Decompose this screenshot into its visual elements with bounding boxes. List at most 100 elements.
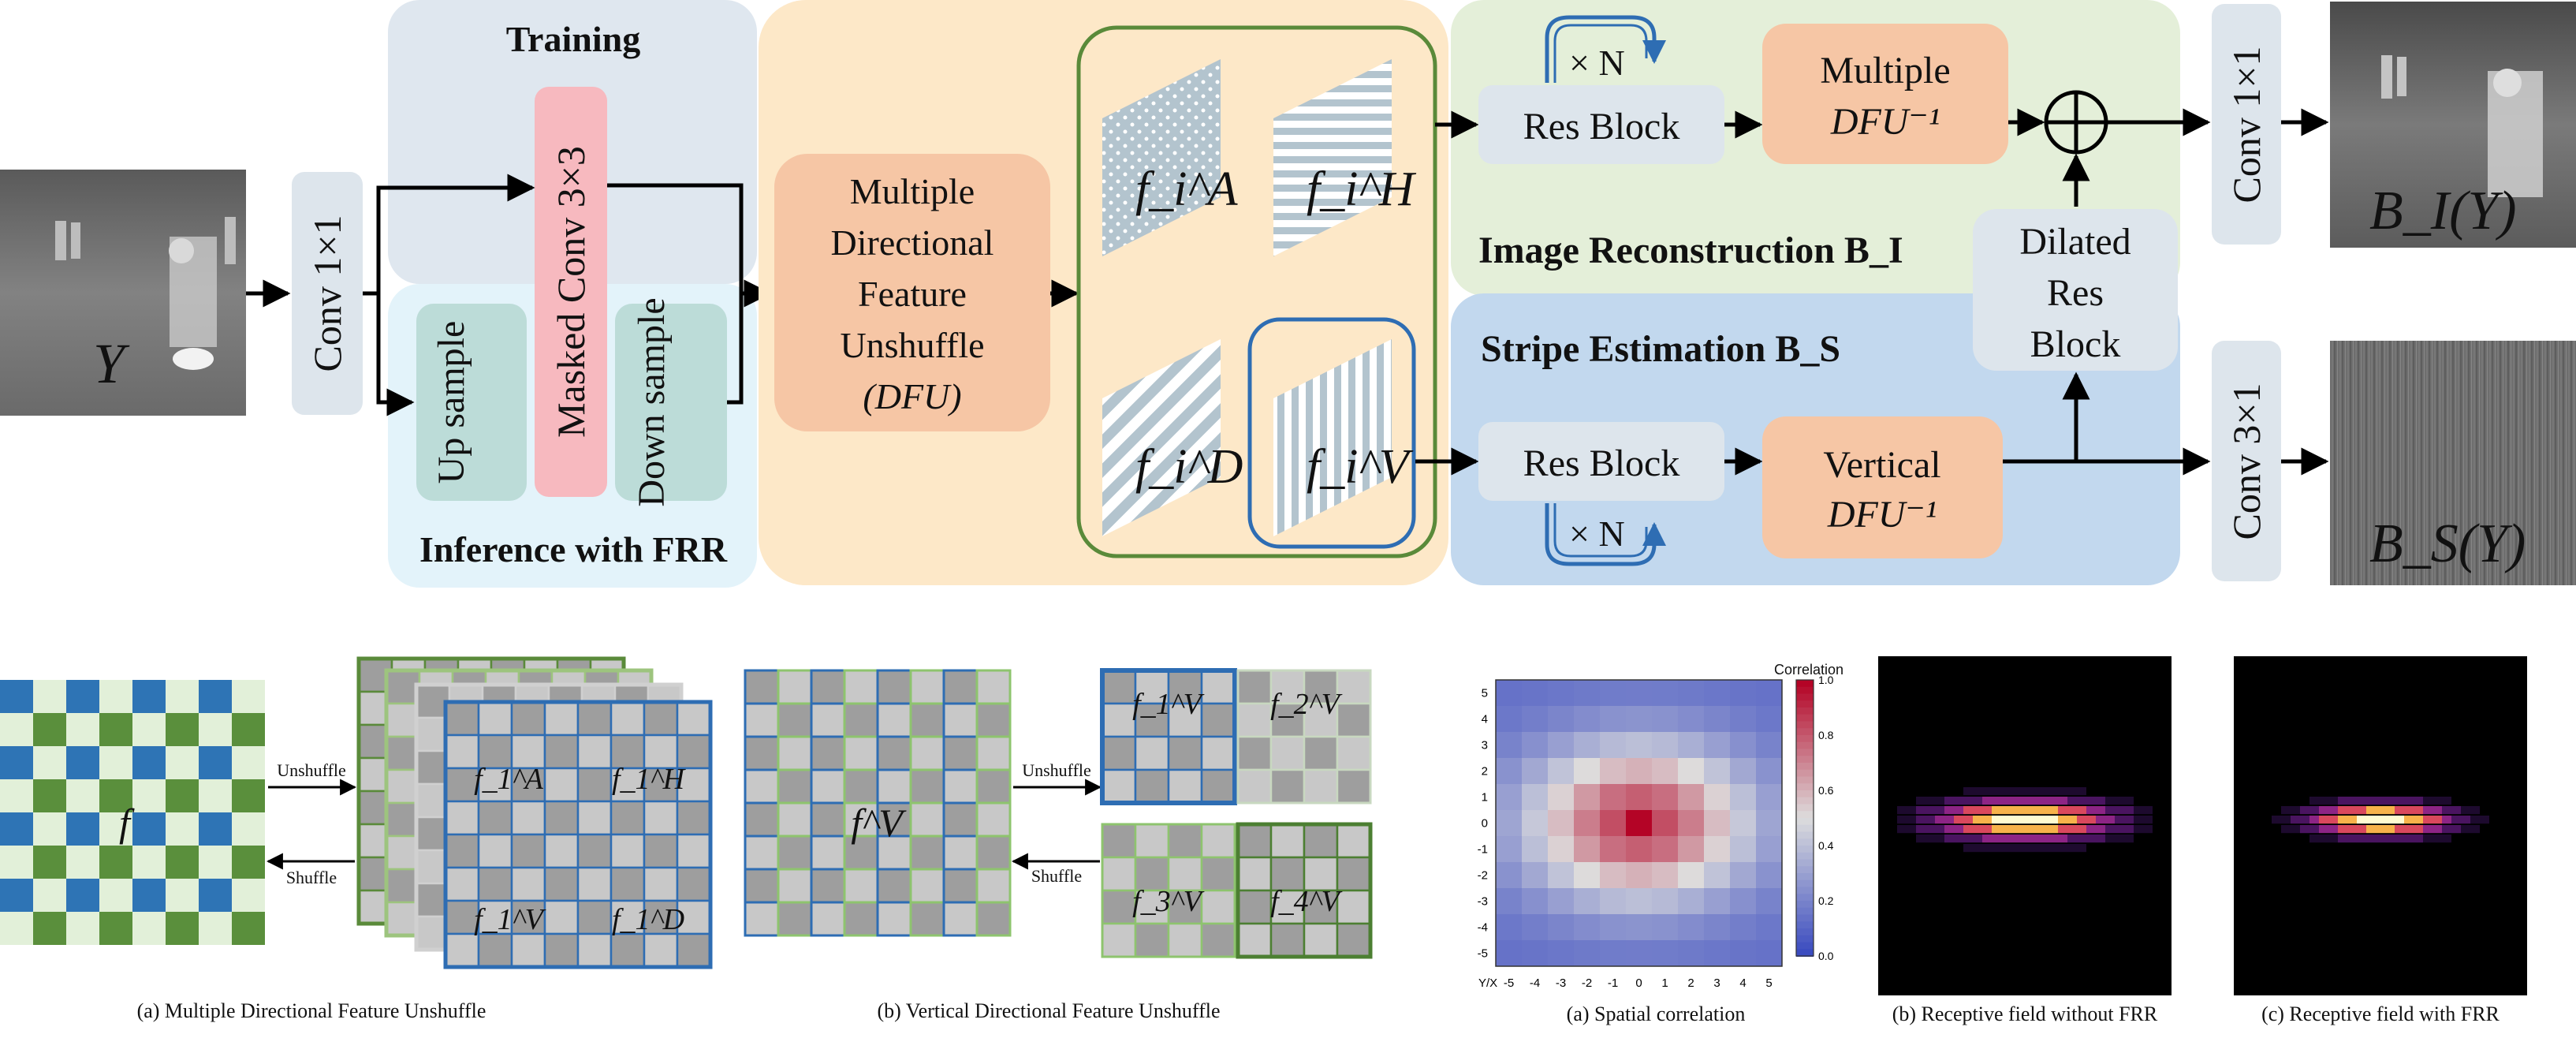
grid-cell bbox=[1730, 888, 1756, 914]
grid-cell bbox=[1496, 758, 1522, 784]
grid-cell bbox=[2030, 787, 2039, 796]
grid-cell bbox=[444, 800, 480, 836]
grid-cell bbox=[2086, 825, 2096, 834]
downsample-label: Down sample bbox=[631, 297, 673, 506]
grid-cell bbox=[2404, 835, 2414, 843]
grid-b-label-3: f_3^V bbox=[1132, 885, 1205, 918]
grid-cell bbox=[2048, 806, 2058, 815]
grid-cell bbox=[876, 702, 912, 738]
grid-cell bbox=[643, 700, 679, 737]
grid-cell bbox=[232, 779, 265, 812]
grid-cell bbox=[1496, 914, 1522, 940]
grid-cell bbox=[2011, 816, 2020, 824]
grid-cell bbox=[0, 680, 33, 713]
grid-cell bbox=[33, 912, 66, 945]
grid-cell bbox=[1935, 806, 1944, 815]
grid-cell bbox=[2385, 816, 2395, 824]
grid-cell bbox=[1982, 844, 1992, 853]
grid-cell bbox=[1796, 811, 1814, 819]
grid-cell bbox=[1963, 825, 1973, 834]
grid-cell bbox=[1963, 816, 1973, 824]
colorbar-tick: 0.6 bbox=[1818, 784, 1834, 797]
grid-cell bbox=[1756, 784, 1782, 810]
grid-cell bbox=[1925, 835, 1935, 843]
grid-cell bbox=[909, 801, 945, 838]
dfu-block: Multiple Directional Feature Unshuffle (… bbox=[774, 154, 1050, 431]
grid-cell bbox=[2067, 806, 2077, 815]
grid-cell bbox=[1925, 825, 1935, 834]
grid-cell bbox=[2124, 835, 2134, 843]
grid-cell bbox=[942, 835, 979, 871]
grid-cell bbox=[1796, 776, 1814, 785]
grid-cell bbox=[99, 746, 132, 779]
grid-cell bbox=[876, 901, 912, 937]
grid-cell bbox=[199, 713, 232, 746]
svg-text:Res Block: Res Block bbox=[1523, 106, 1680, 147]
grid-cell bbox=[2461, 816, 2470, 824]
grid-cell bbox=[1600, 706, 1626, 732]
grid-cell bbox=[2442, 816, 2451, 824]
grid-cell bbox=[1796, 873, 1814, 881]
grid-cell bbox=[1652, 706, 1678, 732]
grid-cell bbox=[199, 912, 232, 945]
x-tick-label: -4 bbox=[1530, 976, 1540, 990]
grid-cell bbox=[199, 812, 232, 846]
grid-cell bbox=[2001, 806, 2011, 815]
grid-cell bbox=[1303, 823, 1339, 859]
grid-cell bbox=[1626, 862, 1652, 888]
grid-cell bbox=[2001, 825, 2011, 834]
colorbar-tick: 1.0 bbox=[1818, 674, 1834, 686]
grid-cell bbox=[2328, 825, 2338, 834]
grid-cell bbox=[1496, 862, 1522, 888]
grid-cell bbox=[1796, 935, 1814, 943]
grid-cell bbox=[1897, 825, 1907, 834]
grid-cell bbox=[1336, 823, 1372, 859]
grid-cell bbox=[1167, 823, 1203, 859]
grid-cell bbox=[777, 735, 813, 771]
grid-cell bbox=[2309, 797, 2319, 805]
grid-cell bbox=[2461, 825, 2470, 834]
grid-cell bbox=[1626, 732, 1652, 758]
grid-cell bbox=[676, 932, 712, 969]
grid-cell bbox=[1796, 846, 1814, 853]
grid-cell bbox=[1704, 680, 1730, 706]
grid-cell bbox=[2470, 816, 2480, 824]
grid-cell bbox=[1522, 810, 1548, 836]
grid-cell bbox=[876, 868, 912, 904]
grid-cell bbox=[2309, 835, 2319, 843]
grid-cell bbox=[2124, 806, 2134, 815]
grid-a-label-2: f_1^H bbox=[612, 763, 687, 796]
grid-cell bbox=[2432, 825, 2442, 834]
grid-cell bbox=[2020, 825, 2030, 834]
colorbar-tick: 0.4 bbox=[1818, 839, 1834, 852]
grid-cell bbox=[1134, 669, 1170, 705]
masked-conv-label: Masked Conv 3×3 bbox=[549, 146, 593, 438]
grid-cell bbox=[166, 846, 199, 879]
conv-in-label: Conv 1×1 bbox=[305, 215, 349, 372]
grid-cell bbox=[232, 746, 265, 779]
times-n-bottom: × N bbox=[1569, 513, 1625, 554]
svg-text:Block: Block bbox=[2030, 323, 2121, 365]
grid-cell bbox=[1496, 940, 1522, 966]
grid-cell bbox=[1200, 823, 1236, 859]
grid-cell bbox=[1730, 706, 1756, 732]
grid-cell bbox=[510, 833, 546, 869]
grid-cell bbox=[1626, 680, 1652, 706]
grid-cell bbox=[1796, 914, 1814, 923]
grid-cell bbox=[199, 746, 232, 779]
svg-text:Multiple: Multiple bbox=[1820, 50, 1950, 91]
grid-cell bbox=[0, 746, 33, 779]
grid-cell bbox=[166, 812, 199, 846]
grid-cell bbox=[610, 734, 646, 770]
grid-cell bbox=[2048, 825, 2058, 834]
svg-text:f_i^V: f_i^V bbox=[1307, 440, 1414, 494]
conv-out-top-block: Conv 1×1 bbox=[2212, 4, 2281, 245]
grid-cell bbox=[2442, 806, 2451, 815]
grid-cell bbox=[66, 713, 99, 746]
grid-cell bbox=[1574, 888, 1600, 914]
grid-cell bbox=[510, 866, 546, 902]
feature-V: f_i^V bbox=[1273, 339, 1414, 536]
grid-cell bbox=[1796, 797, 1814, 805]
grid-cell bbox=[2395, 816, 2404, 824]
grid-cell bbox=[0, 779, 33, 812]
